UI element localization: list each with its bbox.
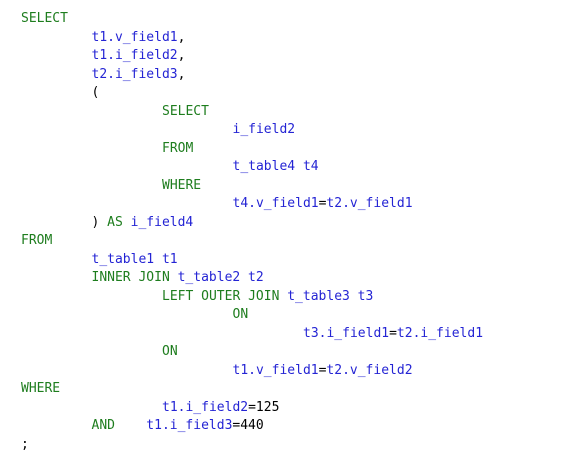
code-line: t1.v_field1=t2.v_field2 [21, 362, 483, 381]
code-line: ( [21, 84, 483, 103]
sql-keyword: AS [107, 214, 123, 230]
code-line: t2.i_field3, [21, 66, 483, 85]
code-line: LEFT OUTER JOIN t_table3 t3 [21, 288, 483, 307]
sql-punctuation: =125 [248, 399, 280, 415]
sql-identifier: t_table1 t1 [91, 251, 178, 267]
sql-identifier: t_table2 t2 [177, 270, 264, 285]
code-line: FROM [21, 232, 483, 251]
code-line: t1.i_field2, [21, 47, 483, 66]
sql-keyword: ON [232, 307, 249, 322]
sql-punctuation: ( [91, 85, 100, 100]
sql-punctuation: = [389, 325, 397, 341]
code-line: WHERE [21, 380, 483, 399]
sql-identifier: t_table3 t3 [287, 288, 374, 304]
code-line: INNER JOIN t_table2 t2 [21, 269, 483, 288]
code-line: t4.v_field1=t2.v_field1 [21, 195, 483, 214]
sql-punctuation [123, 215, 131, 230]
code-line: t1.v_field1, [21, 29, 483, 48]
sql-identifier: t1.v_field1 [91, 29, 178, 45]
code-line: t1.i_field2=125 [21, 399, 483, 418]
sql-keyword: FROM [21, 233, 53, 248]
code-line: SELECT [21, 10, 483, 29]
sql-punctuation: =440 [232, 418, 264, 433]
sql-keyword: FROM [162, 140, 194, 156]
sql-keyword: SELECT [162, 103, 209, 119]
sql-keyword: INNER JOIN [91, 270, 170, 285]
sql-punctuation: , [177, 29, 186, 45]
code-line: AND t1.i_field3=440 [21, 417, 483, 436]
code-line: t_table4 t4 [21, 158, 483, 177]
sql-identifier: t1.i_field2 [162, 399, 249, 415]
code-line: t3.i_field1=t2.i_field1 [21, 325, 483, 344]
sql-identifier: t1.i_field2 [91, 48, 178, 63]
code-line: SELECT [21, 103, 483, 122]
code-line: FROM [21, 140, 483, 159]
sql-keyword: WHERE [21, 381, 61, 396]
sql-punctuation: , [177, 66, 186, 82]
sql-identifier: t3.i_field1 [303, 325, 390, 341]
sql-identifier: t2.i_field3 [91, 66, 178, 82]
sql-identifier: i_field4 [130, 214, 194, 230]
sql-punctuation: = [318, 196, 327, 211]
sql-punctuation: ; [21, 436, 29, 452]
sql-identifier: t4.v_field1 [232, 196, 319, 211]
sql-keyword: LEFT OUTER JOIN [162, 288, 280, 304]
code-line: ON [21, 306, 483, 325]
sql-punctuation: , [177, 48, 186, 63]
sql-identifier: t2.v_field2 [326, 362, 413, 378]
sql-punctuation: = [318, 362, 327, 378]
code-line: i_field2 [21, 121, 483, 140]
sql-keyword: SELECT [21, 11, 68, 26]
sql-identifier: t2.i_field1 [396, 325, 484, 341]
sql-identifier: t2.v_field1 [326, 196, 413, 211]
sql-punctuation: ) [91, 214, 108, 230]
code-line: ON [21, 343, 483, 362]
sql-keyword: WHERE [162, 177, 202, 193]
sql-keyword: ON [162, 344, 178, 359]
sql-identifier: i_field2 [232, 122, 296, 137]
code-line: WHERE [21, 177, 483, 196]
code-line: t_table1 t1 [21, 251, 483, 270]
code-line: ; [21, 436, 483, 455]
sql-identifier: t_table4 t4 [232, 159, 319, 174]
code-line: ) AS i_field4 [21, 214, 483, 233]
sql-identifier: t1.v_field1 [232, 362, 319, 378]
sql-keyword: AND [91, 418, 115, 433]
sql-identifier: t1.i_field3 [146, 418, 233, 433]
sql-punctuation [115, 418, 146, 433]
sql-punctuation [170, 270, 178, 285]
